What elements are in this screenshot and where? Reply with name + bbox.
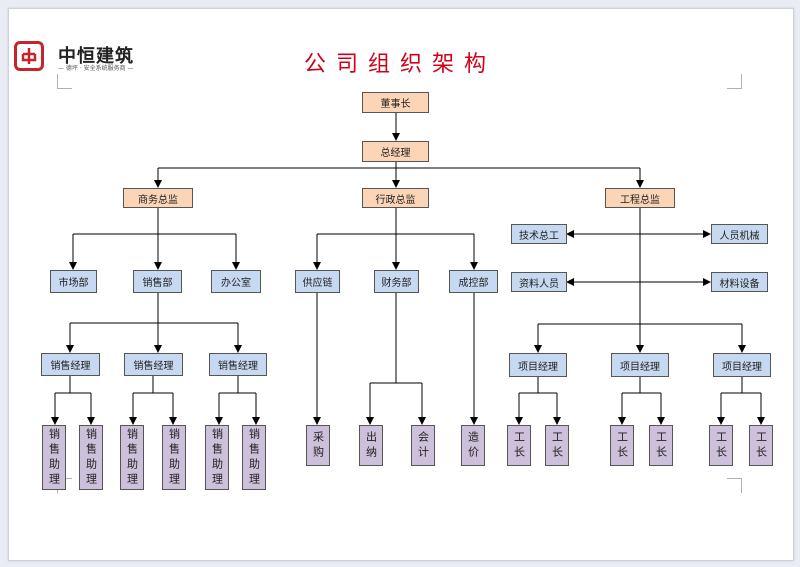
brand-name: 中恒建筑 [58,46,134,67]
node-personnel-machinery: 人员机械 [711,224,768,244]
node-sales-assistant: 销售助理 [242,425,266,490]
node-supply-chain: 供应链 [295,270,340,293]
node-data-staff: 资料人员 [511,272,567,292]
node-project-manager: 项目经理 [611,353,669,377]
brand-tagline: — 德坪 · 安全系统服务商 — [58,65,134,72]
node-general-manager: 总经理 [362,141,429,162]
node-admin-director: 行政总监 [362,188,429,208]
node-engineering-director: 工程总监 [605,188,675,208]
node-business-director: 商务总监 [123,188,193,208]
node-sales-assistant: 销售助理 [205,425,229,490]
node-costing: 造价 [461,425,485,466]
node-accounting: 会计 [411,425,435,466]
node-procurement: 采购 [306,425,330,466]
node-cashier: 出纳 [359,425,383,466]
node-sales-assistant: 销售助理 [42,425,66,490]
node-sales-manager: 销售经理 [124,353,183,376]
node-foreman: 工长 [709,425,733,466]
node-sales-assistant: 销售助理 [120,425,144,490]
node-chairman: 董事长 [362,92,429,113]
node-foreman: 工长 [749,425,773,466]
page-title: 公司组织架构 [303,52,496,77]
node-finance-dept: 财务部 [374,270,419,293]
crop-mark [727,478,742,493]
node-materials-equipment: 材料设备 [711,272,768,292]
node-sales-assistant: 销售助理 [79,425,103,490]
node-sales-assistant: 销售助理 [162,425,186,490]
node-cost-control-dept: 成控部 [449,270,498,293]
node-sales-manager: 销售经理 [209,353,267,376]
node-market-dept: 市场部 [50,270,97,293]
node-office: 办公室 [211,270,261,293]
node-sales-manager: 销售经理 [41,353,100,376]
crop-mark [727,74,742,89]
company-logo-icon [14,41,44,71]
node-sales-dept: 销售部 [133,270,182,293]
node-foreman: 工长 [545,425,569,466]
node-foreman: 工长 [610,425,634,466]
node-project-manager: 项目经理 [713,353,771,377]
crop-mark [57,74,72,89]
node-foreman: 工长 [649,425,673,466]
node-foreman: 工长 [507,425,531,466]
node-technical-chief: 技术总工 [511,224,567,244]
node-project-manager: 项目经理 [509,353,567,377]
